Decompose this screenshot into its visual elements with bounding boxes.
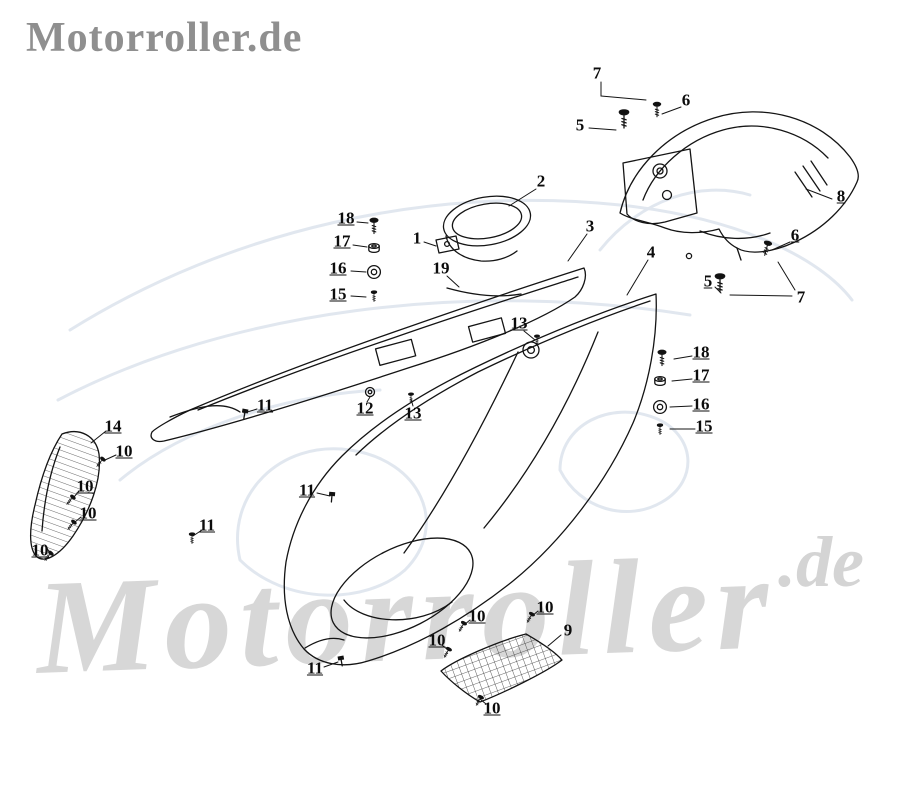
leader-line xyxy=(523,330,536,341)
leader-line xyxy=(673,355,693,360)
leader-line xyxy=(410,398,414,407)
leader-line xyxy=(805,188,833,200)
leader-line xyxy=(777,261,796,291)
leader-line xyxy=(588,127,617,131)
leader-line xyxy=(104,454,117,461)
leader-line xyxy=(243,408,258,414)
leader-line xyxy=(531,610,539,617)
leader-line xyxy=(669,405,693,408)
part-side-panel-14 xyxy=(29,430,101,560)
leader-line xyxy=(567,233,588,262)
leader-line xyxy=(714,286,722,294)
part-rear-carrier xyxy=(619,111,859,261)
leader-line xyxy=(771,241,791,251)
leader-line xyxy=(508,188,537,207)
part-floor-mat-9 xyxy=(440,633,563,703)
leader-line xyxy=(446,275,460,288)
part-tail-cowl xyxy=(283,293,657,666)
leader-line xyxy=(366,396,371,403)
watermark-suffix: .de xyxy=(778,522,864,602)
leader-line xyxy=(44,544,51,554)
leader-line xyxy=(626,259,649,296)
leader-line xyxy=(661,106,682,115)
leader-line xyxy=(352,244,368,248)
leader-line xyxy=(463,619,471,626)
leader-line xyxy=(479,698,487,705)
leader-line xyxy=(350,295,367,298)
site-logo: Motorroller.de xyxy=(26,15,303,61)
leader-line xyxy=(547,634,562,647)
leader-line xyxy=(600,95,647,101)
leader-line xyxy=(350,270,367,273)
fastener-glyphs xyxy=(42,101,773,708)
part-storage-cover xyxy=(442,195,532,262)
leader-line xyxy=(192,529,203,537)
leader-line xyxy=(74,516,82,523)
leader-line xyxy=(671,378,693,382)
leader-line xyxy=(316,492,331,497)
leader-line xyxy=(423,241,437,247)
leader-line xyxy=(90,430,107,444)
leader-line xyxy=(73,490,80,498)
part-trim-strip-19 xyxy=(446,287,522,297)
leader-line xyxy=(729,294,793,297)
part-bracket-1 xyxy=(435,235,460,254)
leader-lines xyxy=(44,81,833,705)
leader-line xyxy=(441,644,449,651)
part-seat-base-panel xyxy=(150,267,587,443)
leader-line xyxy=(323,661,339,668)
leader-line xyxy=(356,221,369,224)
